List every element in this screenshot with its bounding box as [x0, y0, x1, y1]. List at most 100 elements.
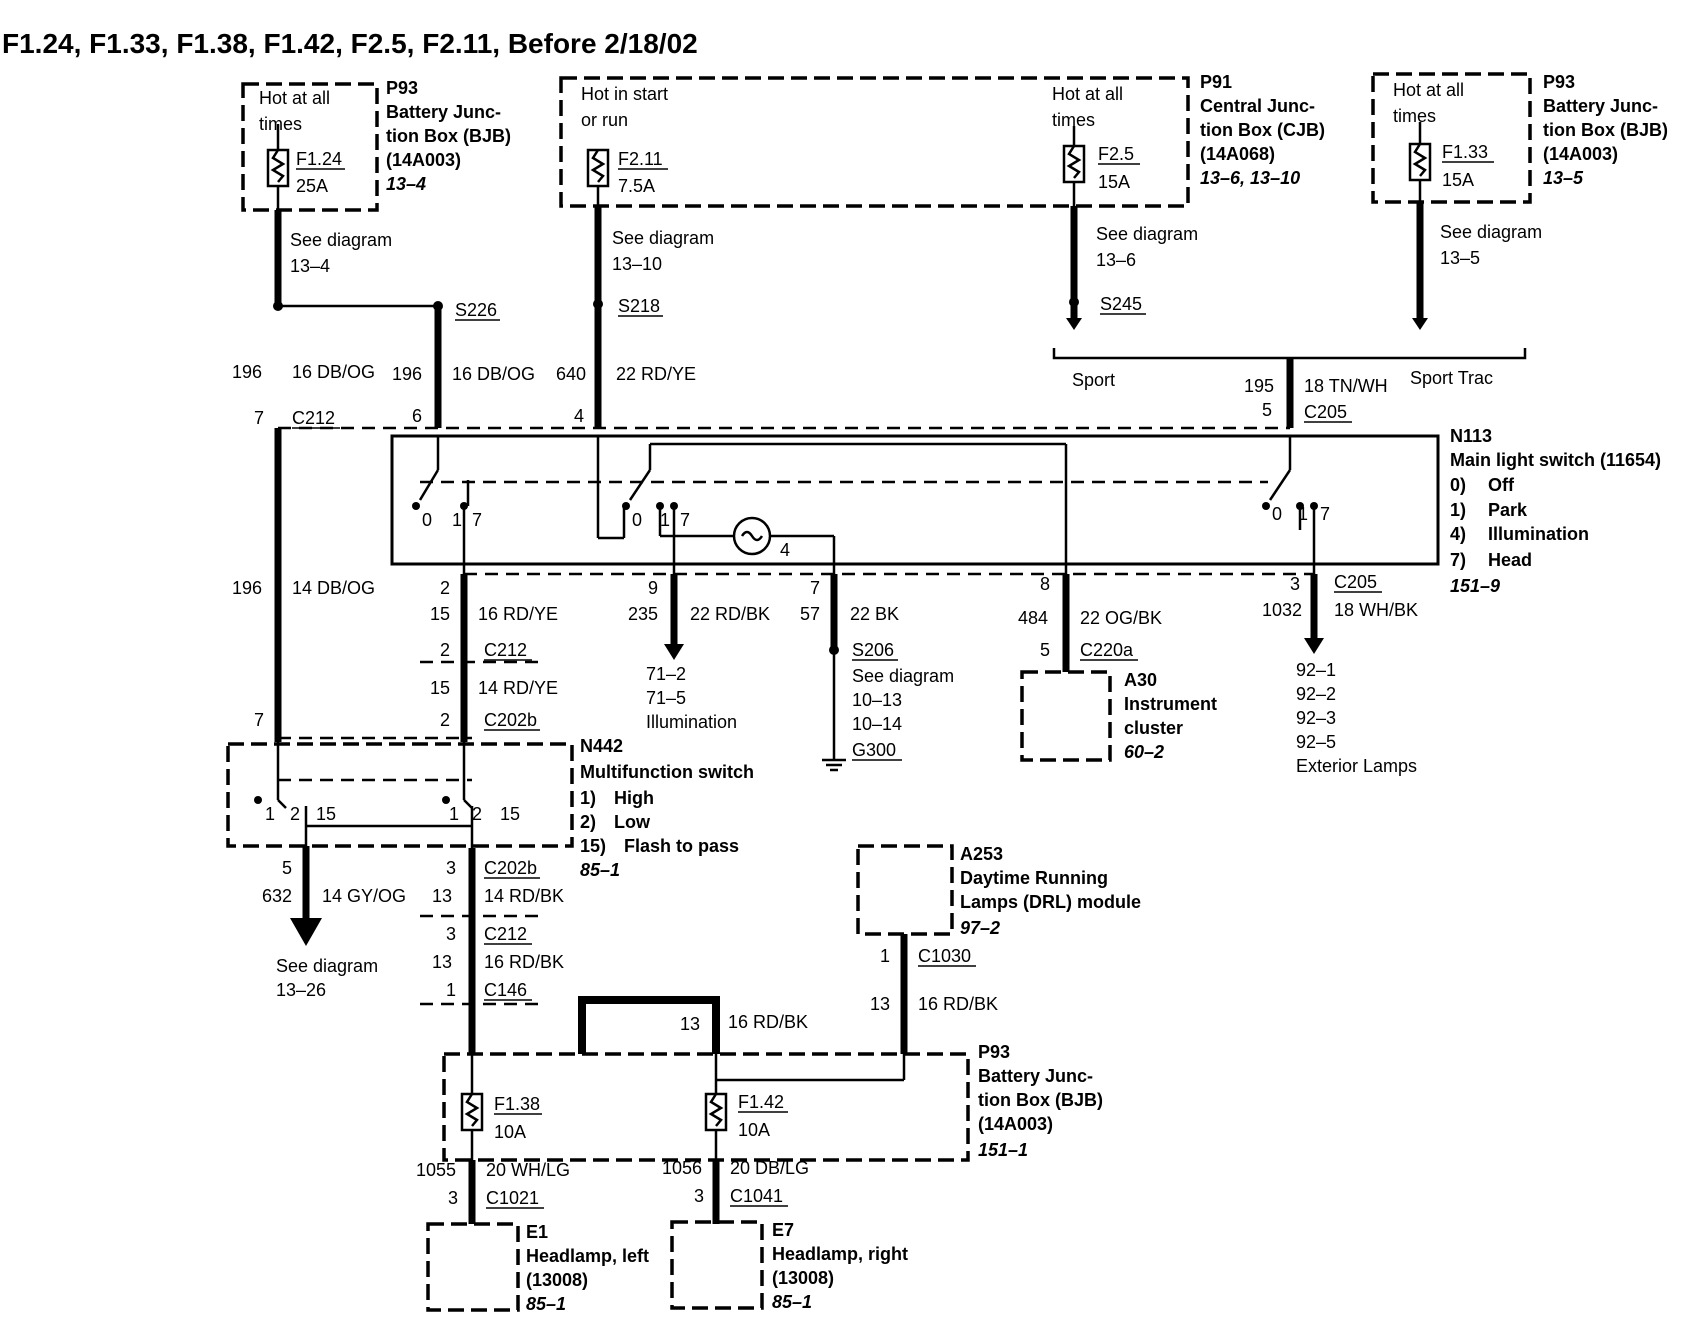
circuit-number: 57 — [800, 604, 820, 624]
n113-pos-label: Head — [1488, 550, 1532, 570]
a30-label: cluster — [1124, 718, 1183, 738]
see-diagram-label: See diagram — [276, 956, 378, 976]
exterior-ref: 92–3 — [1296, 708, 1336, 728]
circuit-number: 1055 — [416, 1160, 456, 1180]
n113-pos: 1) — [1450, 500, 1466, 520]
e1-ref: 85–1 — [526, 1294, 566, 1314]
circuit-number: 15 — [430, 604, 450, 624]
connector-c212: C212 — [484, 924, 527, 944]
pin-number: 5 — [1262, 400, 1272, 420]
switch-pin: 4 — [780, 540, 790, 560]
switch-pos: 2 — [472, 804, 482, 824]
e7-label: Headlamp, right — [772, 1244, 908, 1264]
connector-c205: C205 — [1334, 572, 1377, 592]
wire-color: 16 DB/OG — [292, 362, 375, 382]
n442-pos-label: High — [614, 788, 654, 808]
diagram-title: F1.24, F1.33, F1.38, F1.42, F2.5, F2.11,… — [2, 28, 698, 59]
splice-s206: S206 — [852, 640, 894, 660]
wire-color: 16 RD/BK — [728, 1012, 808, 1032]
connector-c1041: C1041 — [730, 1186, 783, 1206]
n442-pos: 2) — [580, 812, 596, 832]
ground-g300: G300 — [852, 740, 896, 760]
p93-left-label: tion Box (BJB) — [386, 126, 511, 146]
fuse-f124-name: F1.24 — [296, 149, 342, 169]
wire-color: 18 TN/WH — [1304, 376, 1388, 396]
diagram-ref: 10–13 — [852, 690, 902, 710]
n442-pos-label: Low — [614, 812, 651, 832]
pin-number: 3 — [448, 1188, 458, 1208]
fuse-icon — [266, 148, 290, 188]
pin-number: 7 — [254, 408, 264, 428]
e1-label: (13008) — [526, 1270, 588, 1290]
pin-number: 4 — [574, 406, 584, 426]
fuse-f124-rating: 25A — [296, 176, 328, 196]
p91-label: tion Box (CJB) — [1200, 120, 1325, 140]
switch-pos: 1 — [452, 510, 462, 530]
fuse-icon — [1062, 144, 1086, 184]
pin-number: 8 — [1040, 574, 1050, 594]
switch-pos: 0 — [422, 510, 432, 530]
e7-ref: 85–1 — [772, 1292, 812, 1312]
splice-s226: S226 — [455, 300, 497, 320]
wire-color: 22 OG/BK — [1080, 608, 1162, 628]
a253-label: Daytime Running — [960, 868, 1108, 888]
n442-pos: 1) — [580, 788, 596, 808]
fuse-f138-rating: 10A — [494, 1122, 526, 1142]
circuit-number: 13 — [870, 994, 890, 1014]
circuit-number: 640 — [556, 364, 586, 384]
switch-pos: 15 — [316, 804, 336, 824]
connector-c1021: C1021 — [486, 1188, 539, 1208]
n113-name: Main light switch (11654) — [1450, 450, 1661, 470]
see-diagram-label: See diagram — [1096, 224, 1198, 244]
switch-pos: 1 — [660, 510, 670, 530]
n113-pos-label: Off — [1488, 475, 1515, 495]
drl-module-box — [856, 844, 954, 936]
fuse-f133-name: F1.33 — [1442, 142, 1488, 162]
fuse-f211-name: F2.11 — [618, 149, 663, 169]
a30-label: Instrument — [1124, 694, 1217, 714]
multifunction-switch-box — [226, 742, 574, 848]
splice-s245: S245 — [1100, 294, 1142, 314]
illumination-ref: 71–5 — [646, 688, 686, 708]
e7-id: E7 — [772, 1220, 794, 1240]
fuse-f138-name: F1.38 — [494, 1094, 540, 1114]
connector-c1030: C1030 — [918, 946, 971, 966]
p91-ref: 13–6, 13–10 — [1200, 168, 1300, 188]
n113-id: N113 — [1450, 426, 1492, 446]
a30-ref: 60–2 — [1124, 742, 1164, 762]
diagram-ref: 13–10 — [612, 254, 662, 274]
circuit-number: 1056 — [662, 1158, 702, 1178]
sport-trac-label: Sport Trac — [1410, 368, 1493, 388]
pin-number: 3 — [446, 924, 456, 944]
switch-pos: 1 — [265, 804, 275, 824]
p91-box — [559, 76, 1190, 208]
p93-right-label: tion Box (BJB) — [1543, 120, 1668, 140]
switch-pos: 1 — [449, 804, 459, 824]
p91-label: Central Junc- — [1200, 96, 1315, 116]
pin-number: 7 — [810, 578, 820, 598]
illumination-ref: 71–2 — [646, 664, 686, 684]
pin-number: 3 — [1290, 574, 1300, 594]
ground-icon — [822, 758, 846, 772]
hot-all-times-label: times — [1052, 110, 1095, 130]
pin-number: 5 — [1040, 640, 1050, 660]
a253-label: Lamps (DRL) module — [960, 892, 1141, 912]
diagram-ref: 13–5 — [1440, 248, 1480, 268]
e7-label: (13008) — [772, 1268, 834, 1288]
p93-bottom-id: P93 — [978, 1042, 1010, 1062]
instrument-cluster-box — [1020, 670, 1112, 762]
pin-number: 3 — [694, 1186, 704, 1206]
wire-color: 22 BK — [850, 604, 899, 624]
n113-pos: 4) — [1450, 524, 1466, 544]
pin-number: 2 — [440, 710, 450, 730]
circuit-number: 235 — [628, 604, 658, 624]
switch-pos: 2 — [290, 804, 300, 824]
p93-left-label: (14A003) — [386, 150, 461, 170]
wire-color: 16 RD/BK — [918, 994, 998, 1014]
headlamp-left-box — [426, 1222, 520, 1312]
wire-color: 14 RD/BK — [484, 886, 564, 906]
connector-c205: C205 — [1304, 402, 1347, 422]
switch-pos: 7 — [680, 510, 690, 530]
exterior-ref: 92–1 — [1296, 660, 1336, 680]
